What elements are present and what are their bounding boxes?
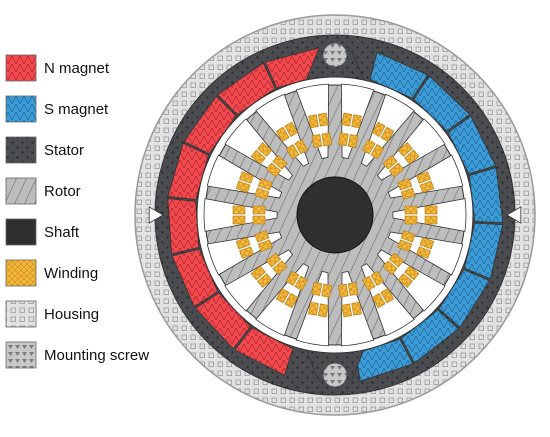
winding xyxy=(308,301,329,318)
winding xyxy=(308,112,329,129)
winding xyxy=(254,178,273,200)
rotor-swatch-icon xyxy=(5,177,37,205)
winding xyxy=(397,178,416,200)
shaft-swatch-icon xyxy=(5,218,37,246)
stator-swatch-icon xyxy=(5,136,37,164)
winding xyxy=(265,252,288,276)
winding xyxy=(382,154,405,178)
rotor-slot xyxy=(392,198,467,232)
winding xyxy=(382,252,405,276)
n-magnet xyxy=(167,198,200,255)
legend-label-winding: Winding xyxy=(44,265,98,282)
winding xyxy=(397,265,420,288)
winding xyxy=(275,121,299,142)
stator-notch xyxy=(506,206,522,224)
winding xyxy=(285,270,309,291)
mounting-screw xyxy=(322,362,348,388)
winding xyxy=(371,121,395,142)
winding xyxy=(341,301,362,318)
winding xyxy=(254,230,273,252)
winding xyxy=(337,282,359,298)
winding xyxy=(265,154,288,178)
winding xyxy=(311,282,333,298)
mounting-screw-swatch-icon xyxy=(5,341,37,369)
winding xyxy=(371,288,395,309)
winding xyxy=(397,230,416,252)
stator-notches xyxy=(148,206,522,224)
n-magnet-swatch-icon xyxy=(5,54,37,82)
winding xyxy=(250,142,273,165)
winding xyxy=(235,236,254,259)
winding xyxy=(275,288,299,309)
legend-label-mounting-screw: Mounting screw xyxy=(44,347,149,364)
winding xyxy=(232,205,246,225)
winding xyxy=(416,236,435,259)
winding xyxy=(397,142,420,165)
magnets xyxy=(167,47,504,382)
winding-swatch-icon xyxy=(5,259,37,287)
legend-label-n-magnet: N magnet xyxy=(44,60,110,77)
winding xyxy=(424,205,438,225)
rotor-slot xyxy=(203,198,278,232)
winding xyxy=(285,139,309,160)
legend-label-rotor: Rotor xyxy=(44,183,81,200)
mounting-screws xyxy=(322,42,348,388)
winding xyxy=(341,112,362,129)
winding xyxy=(250,265,273,288)
winding xyxy=(252,205,266,225)
legend: N magnet S magnetStatorRotorShaftWindingH… xyxy=(5,54,149,369)
legend-label-s-magnet: S magnet xyxy=(44,101,109,118)
motor xyxy=(134,14,536,416)
legend-label-housing: Housing xyxy=(44,306,99,323)
housing-swatch-icon xyxy=(5,300,37,328)
winding xyxy=(404,205,418,225)
legend-label-shaft: Shaft xyxy=(44,224,80,241)
winding xyxy=(337,132,359,148)
stator-notch xyxy=(148,206,164,224)
winding xyxy=(416,171,435,194)
winding xyxy=(361,270,385,291)
legend-label-stator: Stator xyxy=(44,142,84,159)
shaft xyxy=(296,176,374,254)
s-magnet-swatch-icon xyxy=(5,95,37,123)
winding xyxy=(311,132,333,148)
winding xyxy=(361,139,385,160)
mounting-screw xyxy=(322,42,348,68)
winding xyxy=(235,171,254,194)
